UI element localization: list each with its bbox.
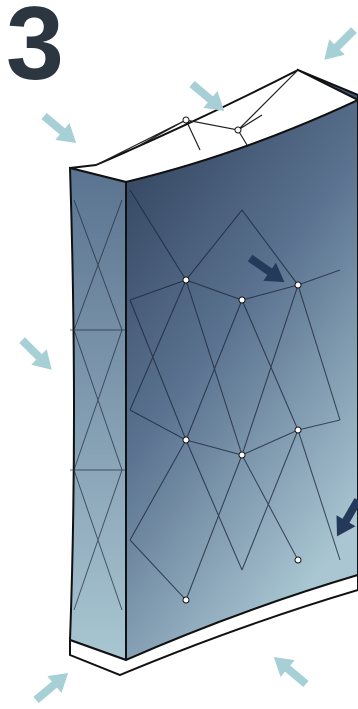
arrow-inward-icon — [29, 665, 75, 709]
arrow-inward-icon — [267, 649, 313, 693]
arrow-inward-icon — [14, 332, 59, 377]
arrow-inward-icon — [37, 108, 83, 152]
frame-left-side — [70, 168, 126, 660]
arrow-inward-icon — [317, 22, 358, 67]
frame-front — [126, 100, 358, 660]
